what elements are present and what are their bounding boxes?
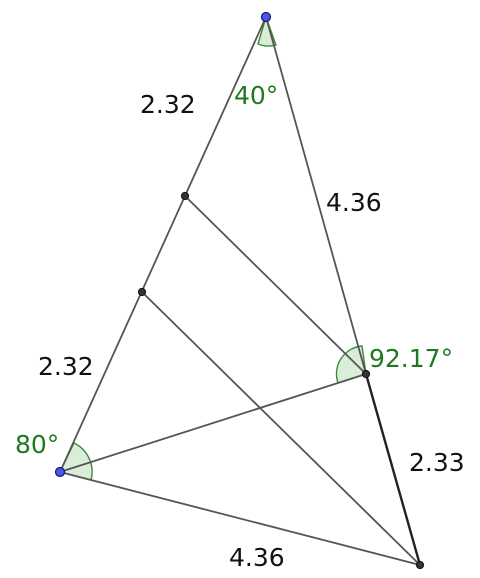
angle-label-apex: 40°	[234, 81, 278, 110]
label-bottom-left: 2.32	[38, 352, 94, 381]
angle-label-intersection: 92.17°	[369, 344, 453, 373]
segment-base-diagonal	[59, 373, 367, 473]
segment-upper-inner	[184, 195, 367, 375]
point-base-left[interactable]	[54, 466, 66, 478]
label-lower-right: 2.33	[409, 448, 465, 477]
label-top-right: 4.36	[326, 188, 382, 217]
side-right	[265, 16, 367, 375]
side-left	[59, 16, 267, 473]
angle-marker-base-left	[58, 442, 93, 481]
side-bottom	[59, 471, 421, 566]
label-top-left: 2.32	[140, 90, 196, 119]
point-apex[interactable]	[260, 11, 272, 23]
point-bottom-right[interactable]	[415, 560, 425, 570]
angle-marker-intersection	[335, 345, 367, 384]
segment-lower-inner	[141, 291, 421, 566]
point-upper-midpoint[interactable]	[180, 191, 190, 201]
point-lower-midpoint[interactable]	[137, 287, 147, 297]
angle-label-base-left: 80°	[15, 430, 59, 459]
label-bottom: 4.36	[229, 543, 285, 572]
point-intersection[interactable]	[361, 369, 371, 379]
segment-lower-right	[364, 372, 422, 567]
